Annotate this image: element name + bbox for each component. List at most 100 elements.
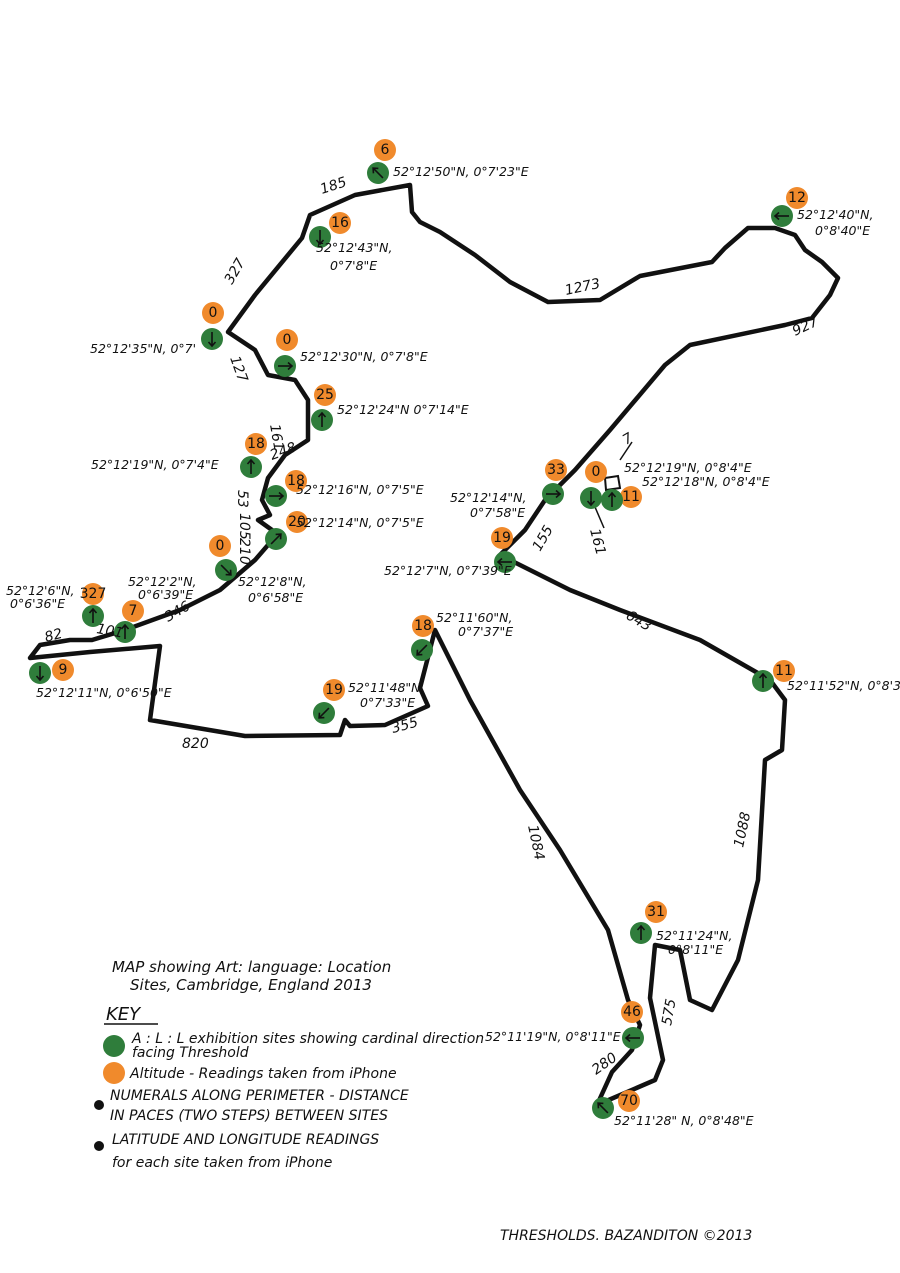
arrow-head-icon [372, 167, 379, 174]
arrow-head-icon [207, 341, 217, 348]
altitude-dot-icon [52, 659, 74, 681]
altitude-value: 0 [209, 305, 218, 321]
coord-label: 52°11'19"N, 0°8'11"E [485, 1029, 621, 1044]
direction-arrow-icon [372, 167, 384, 179]
site-marker: 18 [240, 433, 267, 478]
coord-label: 52°12'18"N, 0°8'4"E [642, 474, 770, 489]
orange-dot-icon [103, 1062, 125, 1084]
altitude-value: 18 [247, 436, 265, 452]
coord-label: 52°11'60"N, [436, 610, 512, 625]
arrow-head-icon [278, 491, 285, 501]
key-item-3-line-2: IN PACES (TWO STEPS) BETWEEN SITES [110, 1108, 388, 1124]
route-spur-line-1 [619, 441, 633, 461]
altitude-value: 0 [216, 538, 225, 554]
coord-label: 52°12'2"N, [128, 574, 197, 589]
altitude-dot-icon [285, 470, 307, 492]
altitude-dot-icon [618, 1090, 640, 1112]
altitude-dot-icon [329, 212, 351, 234]
altitude-value: 70 [620, 1093, 638, 1109]
coord-label: 52°12'14"N, 0°7'5"E [296, 515, 424, 530]
distance-label: 820 [182, 736, 209, 752]
site-marker: 31 [630, 901, 667, 944]
altitude-dot-icon [286, 511, 308, 533]
site-marker: 9 [29, 659, 74, 684]
altitude-value: 0 [283, 332, 292, 348]
altitude-value: 16 [331, 215, 349, 231]
altitude-value: 9 [59, 662, 68, 678]
altitude-value: 20 [288, 514, 306, 530]
coord-label: 52°12'6"N, [6, 583, 75, 598]
arrow-head-icon [607, 491, 617, 498]
altitude-dot-icon [323, 679, 345, 701]
arrow-head-icon [318, 712, 325, 719]
site-marker: 0 [201, 302, 224, 350]
coord-label: 52°12'24"N 0°7'14"E [337, 402, 469, 417]
altitude-value: 33 [547, 462, 565, 478]
arrow-head-icon [317, 411, 327, 418]
site-marker: 18 [411, 615, 434, 661]
direction-arrow-icon [597, 1102, 609, 1114]
altitude-value: 327 [80, 586, 107, 602]
site-marker: 0 [209, 535, 237, 581]
coord-label: 0°7'8"E [330, 258, 377, 273]
coord-label: 0°7'58"E [470, 505, 525, 520]
altitude-dot-icon [209, 535, 231, 557]
altitude-value: 11 [622, 489, 640, 505]
key-item-4-line-2: for each site taken from iPhone [112, 1155, 332, 1171]
key-item-3-line-1: NUMERALS ALONG PERIMETER - DISTANCE [110, 1088, 409, 1104]
credit-line: THRESHOLDS. BAZANDITON ©2013 [500, 1228, 752, 1244]
altitude-value: 6 [381, 142, 390, 158]
arrow-head-icon [496, 557, 503, 567]
site-marker: 11 [752, 660, 795, 692]
coord-label: 52°12'11"N, 0°6'50"E [36, 685, 172, 700]
arrow-head-icon [597, 1102, 604, 1109]
coordinate-labels: 52°12'50"N, 0°7'23"E 52°12'43"N, 0°7'8"E… [6, 164, 900, 1128]
altitude-dot-icon [645, 901, 667, 923]
distance-label: 575 [659, 998, 679, 1027]
arrow-head-icon [225, 569, 232, 576]
altitude-value: 18 [287, 473, 305, 489]
site-marker: 19 [491, 527, 516, 573]
coord-label: 52°12'40"N, [797, 207, 873, 222]
distance-label: 105 [236, 513, 252, 540]
map-title: MAP showing Art: language: Location Site… [112, 958, 391, 994]
altitude-dot-icon [545, 459, 567, 481]
green-dot-icon [103, 1035, 125, 1057]
bullet-icon [94, 1141, 104, 1151]
altitude-value: 25 [316, 387, 334, 403]
coord-label: 52°12'8"N, [238, 574, 307, 589]
distance-label: 1088 [731, 811, 754, 849]
altitude-value: 0 [592, 464, 601, 480]
altitude-dot-icon [122, 600, 144, 622]
coord-label: 0°6'58"E [248, 590, 303, 605]
distance-label: 1273 [564, 276, 602, 299]
coord-label: 52°11'28" N, 0°8'48"E [614, 1113, 754, 1128]
site-marker: 7 [114, 600, 144, 643]
site-marker: 19 [313, 679, 345, 724]
coord-label: 52°12'43"N, [316, 240, 392, 255]
distance-label: 161 [266, 423, 286, 452]
distance-label: 101 [95, 621, 124, 641]
coord-label: 0°7'33"E [360, 695, 415, 710]
site-marker: 33 [542, 459, 567, 505]
arrow-head-icon [636, 924, 646, 931]
altitude-dot-icon [621, 1001, 643, 1023]
perimeter-route [27, 182, 841, 1108]
coord-label: 52°11'52"N, 0°8'37"E [787, 678, 900, 693]
arrow-head-icon [555, 489, 562, 499]
bullet-icon [94, 1100, 104, 1110]
distance-label: 1084 [524, 824, 547, 862]
distance-label: 355 [390, 714, 420, 736]
route-spur-east [603, 474, 622, 492]
altitude-dot-icon [245, 433, 267, 455]
coord-label: 52°12'19"N, 0°7'4"E [91, 457, 219, 472]
key-item-1-line-1: A : L : L exhibition sites showing cardi… [131, 1031, 484, 1047]
altitude-dot-icon [276, 329, 298, 351]
distance-label: 210 [236, 538, 252, 565]
key-heading: KEY [106, 1004, 142, 1025]
coord-label: 52°11'48"N, [348, 680, 424, 695]
arrow-head-icon [246, 458, 256, 465]
coord-label: 52°12'30"N, 0°7'8"E [300, 349, 428, 364]
